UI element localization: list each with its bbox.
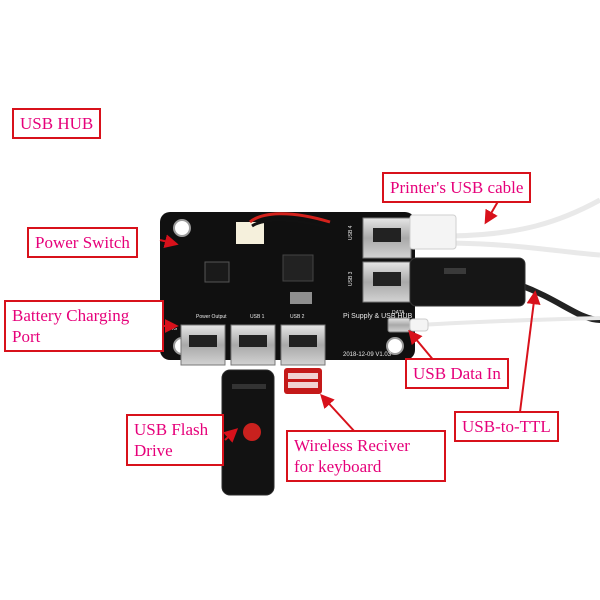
silk-date-version: 2018-12-09 V1.03 xyxy=(343,352,392,358)
jst-connector xyxy=(236,222,264,244)
label-usb-flash-line2: Drive xyxy=(134,441,173,460)
silk-power-output: Power Output xyxy=(196,314,227,320)
data-in-plug xyxy=(409,318,429,332)
label-usb-hub: USB HUB xyxy=(12,108,102,139)
flash-logo xyxy=(243,423,261,441)
usb-port-3-slot xyxy=(373,272,401,286)
label-battery-charging-line2: Port xyxy=(12,327,41,346)
arrow-usb-to-ttl xyxy=(519,290,541,413)
label-usb-data-in: USB Data In xyxy=(405,358,509,389)
crystal xyxy=(290,292,312,304)
label-usb-to-ttl: USB-to-TTL xyxy=(454,411,559,442)
data-in-cable xyxy=(419,316,600,327)
pcb-board xyxy=(160,212,415,360)
silk-usb1: USB 1 xyxy=(250,314,265,320)
label-power-switch-text: Power Switch xyxy=(35,233,130,252)
silk-usb3: USB 3 xyxy=(348,271,354,286)
label-usb-hub-text: USB HUB xyxy=(20,114,94,133)
inductor xyxy=(204,261,230,283)
black-wire xyxy=(251,218,331,230)
label-power-switch: Power Switch xyxy=(27,227,138,258)
label-wireless-line2: for keyboard xyxy=(294,457,382,476)
silk-usb4: USB 4 xyxy=(348,225,354,240)
label-battery-charging-port: Battery Charging Port xyxy=(4,300,164,352)
red-wire xyxy=(249,212,331,224)
arrow-usb-data-in xyxy=(408,329,436,363)
silk-brand: Pi Supply & USB HUB xyxy=(343,313,413,320)
micro-usb-data xyxy=(387,317,411,333)
label-battery-charging-line1: Battery Charging xyxy=(12,306,130,325)
label-usb-data-in-text: USB Data In xyxy=(413,364,501,383)
label-wireless-line1: Wireless Reciver xyxy=(294,436,410,455)
label-usb-flash-line1: USB Flash xyxy=(134,420,209,439)
printer-usb-plug xyxy=(409,214,457,250)
label-printer-usb-cable-text: Printer's USB cable xyxy=(390,178,524,197)
label-wireless-receiver: Wireless Reciver for keyboard xyxy=(286,430,446,482)
usb-to-ttl-plug xyxy=(409,257,526,307)
label-printer-usb-cable: Printer's USB cable xyxy=(382,172,532,203)
mount-hole xyxy=(173,219,191,237)
wireless-receiver xyxy=(284,368,322,394)
arrow-wireless-receiver xyxy=(320,393,356,433)
printer-usb-cable xyxy=(449,197,600,239)
mount-hole xyxy=(386,337,404,355)
arrow-flash-drive xyxy=(223,428,239,443)
hub-chip xyxy=(282,254,314,282)
printer-usb-cable-2 xyxy=(449,240,600,258)
label-usb-flash-drive: USB Flash Drive xyxy=(126,414,224,466)
arrow-power-switch xyxy=(159,234,179,249)
label-usb-to-ttl-text: USB-to-TTL xyxy=(462,417,551,436)
silk-usb2: USB 2 xyxy=(290,314,305,320)
usb-port-4-slot xyxy=(373,228,401,242)
silk-data: DATA xyxy=(392,310,405,316)
